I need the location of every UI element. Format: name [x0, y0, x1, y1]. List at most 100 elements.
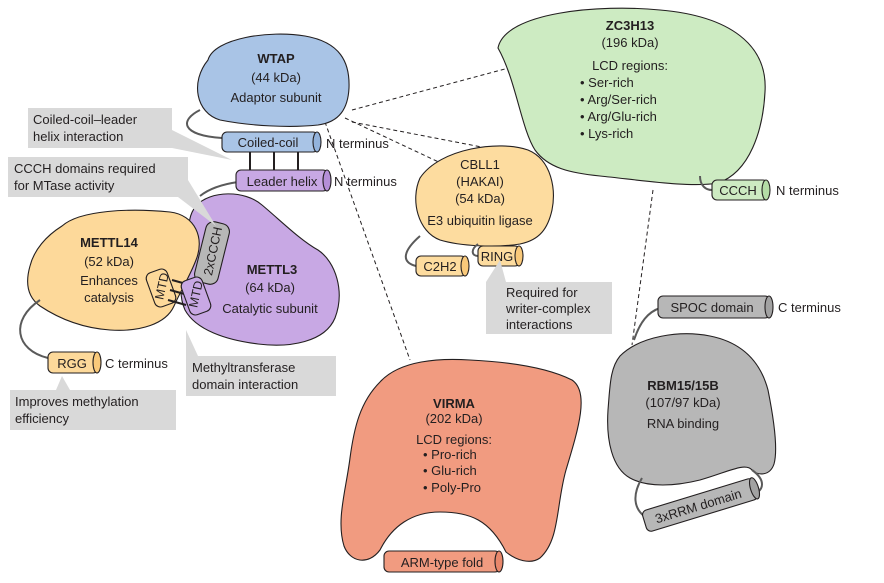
wtap-zc3h13-line-bottom — [351, 121, 524, 156]
mettl14-rgg-linker — [19, 299, 49, 359]
interaction-lines — [324, 65, 654, 361]
annotation-coiled-coil: Coiled-coil–leader helix interaction — [28, 108, 232, 160]
zc3h13-lcd-label: LCD regions: — [592, 58, 668, 73]
virma-mass: (202 kDa) — [425, 411, 482, 426]
cbll1-alias: (HAKAI) — [456, 174, 504, 189]
cbll1-ring-label: RING — [481, 249, 514, 264]
mettl14-mtd-label: MTD — [152, 271, 171, 300]
wtap-virma-line — [324, 121, 411, 361]
wtap-name: WTAP — [257, 51, 295, 66]
mettl14-role-2: catalysis — [84, 290, 134, 305]
annotation-ccch-line-1: CCCH domains required — [14, 161, 156, 176]
rbm15-rrm-linker-left — [634, 477, 645, 517]
coil-helix-bonds — [249, 152, 299, 170]
mettl3-mtd-domain: MTD — [180, 276, 212, 316]
annotation-writer-complex: Required for writer-complex interactions — [486, 260, 612, 334]
mettl14-name: METTL14 — [80, 235, 139, 250]
zc3h13-ccch-linker — [699, 175, 713, 191]
rbm15-spoc-domain: SPOC domain — [657, 295, 774, 319]
virma-arm-domain: ARM-type fold — [383, 550, 504, 573]
annotation-mtase: Methyltransferase domain interaction — [186, 330, 336, 396]
wtap-role: Adaptor subunit — [230, 90, 321, 105]
zc3h13-region-3: • Arg/Glu-rich — [580, 109, 657, 124]
mettl14-rgg-label: RGG — [57, 356, 87, 371]
annotation-writer-line-1: Required for — [506, 285, 578, 300]
zc3h13-terminus: N terminus — [776, 183, 839, 198]
mettl3-role: Catalytic subunit — [222, 301, 318, 316]
annotation-mtase-line-2: domain interaction — [192, 377, 298, 392]
wtap-mass: (44 kDa) — [251, 70, 301, 85]
wtap-zc3h13-line-top — [351, 65, 517, 111]
zc3h13-region-4: • Lys-rich — [580, 126, 633, 141]
zc3h13-name: ZC3H13 — [606, 18, 654, 33]
cbll1-ring-linker — [471, 243, 479, 257]
zc3h13-region-2: • Arg/Ser-rich — [580, 92, 657, 107]
annotation-coiled-coil-line-2: helix interaction — [33, 129, 123, 144]
rbm15-spoc-linker — [633, 307, 661, 341]
wtap-coiled-coil-domain: Coiled-coil — [221, 131, 322, 153]
wtap-coiled-coil-label: Coiled-coil — [238, 135, 299, 150]
annotation-rgg: Improves methylation efficiency — [10, 376, 176, 430]
cbll1-protein: CBLL1 (HAKAI) (54 kDa) E3 ubiquitin liga… — [405, 145, 554, 277]
mettl3-mass: (64 kDa) — [245, 280, 295, 295]
wtap-blob — [196, 33, 350, 127]
cbll1-mass: (54 kDa) — [455, 191, 505, 206]
zc3h13-region-1: • Ser-rich — [580, 75, 634, 90]
virma-name: VIRMA — [433, 396, 476, 411]
rbm15-terminus: C terminus — [778, 300, 841, 315]
rbm15-role: RNA binding — [647, 416, 719, 431]
wtap-leader-helix-domain: Leader helix — [235, 169, 332, 192]
mettl14-mass: (52 kDa) — [84, 254, 134, 269]
annotation-writer-line-2: writer-complex — [505, 301, 591, 316]
cbll1-role: E3 ubiquitin ligase — [427, 213, 533, 228]
annotation-coiled-coil-line-1: Coiled-coil–leader — [33, 112, 138, 127]
virma-region-3: • Poly-Pro — [423, 480, 481, 495]
mettl14-blob — [27, 209, 200, 331]
wtap-cbll1-line — [344, 117, 446, 166]
zc3h13-ccch-label: CCCH — [719, 183, 757, 198]
mettl14-rgg-domain: RGG — [47, 351, 102, 374]
zc3h13-mass: (196 kDa) — [601, 35, 658, 50]
cbll1-name: CBLL1 — [460, 157, 500, 172]
mettl3-mtd-label: MTD — [186, 279, 205, 308]
annotation-writer-line-3: interactions — [506, 317, 573, 332]
virma-region-1: • Pro-rich — [423, 447, 477, 462]
annotation-rgg-line-2: efficiency — [15, 411, 69, 426]
rbm15-name: RBM15/15B — [647, 378, 719, 393]
zc3h13-rbm15-line — [631, 189, 654, 346]
virma-lcd-label: LCD regions: — [416, 432, 492, 447]
cbll1-c2h2-linker — [405, 235, 421, 267]
annotation-ccch: CCCH domains required for MTase activity — [8, 157, 216, 226]
annotation-ccch-line-2: for MTase activity — [14, 178, 115, 193]
wtap-protein: WTAP (44 kDa) Adaptor subunit Coiled-coi… — [186, 33, 389, 170]
virma-arm-label: ARM-type fold — [401, 555, 483, 570]
wtap-coil-linker — [186, 109, 223, 139]
annotation-rgg-line-1: Improves methylation — [15, 394, 139, 409]
virma-protein: VIRMA (202 kDa) LCD regions: • Pro-rich … — [340, 358, 582, 573]
mettl14-terminus: C terminus — [105, 356, 168, 371]
mettl14-protein: METTL14 (52 kDa) Enhances catalysis MTD … — [19, 209, 212, 374]
mettl14-role-1: Enhances — [80, 273, 138, 288]
annotation-mtase-line-1: Methyltransferase — [192, 360, 295, 375]
mettl3-2xccch-domain: 2xCCCH — [194, 221, 230, 285]
mettl3-name: METTL3 — [247, 262, 298, 277]
mettl3-protein: METTL3 (64 kDa) Catalytic subunit Leader… — [180, 169, 397, 346]
mettl3-helix-linker — [199, 181, 239, 197]
rbm15-mass: (107/97 kDa) — [645, 395, 720, 410]
wtap-terminus-2: N terminus — [334, 174, 397, 189]
zc3h13-blob — [497, 7, 766, 186]
zc3h13-ccch-domain: CCCH — [711, 179, 771, 201]
cbll1-c2h2-domain: C2H2 — [415, 255, 470, 277]
virma-region-2: • Glu-rich — [423, 463, 477, 478]
mettl14-mtd-domain: MTD — [145, 268, 177, 308]
cbll1-ring-domain: RING — [477, 245, 524, 267]
virma-blob — [340, 358, 582, 562]
zc3h13-protein: ZC3H13 (196 kDa) LCD regions: • Ser-rich… — [497, 7, 839, 201]
rbm15-spoc-label: SPOC domain — [670, 300, 753, 315]
wtap-leader-helix-label: Leader helix — [247, 174, 318, 189]
cbll1-blob — [415, 145, 554, 247]
cbll1-c2h2-label: C2H2 — [423, 259, 456, 274]
wtap-terminus-1: N terminus — [326, 136, 389, 151]
rbm15-protein: RBM15/15B (107/97 kDa) RNA binding SPOC … — [607, 295, 841, 532]
